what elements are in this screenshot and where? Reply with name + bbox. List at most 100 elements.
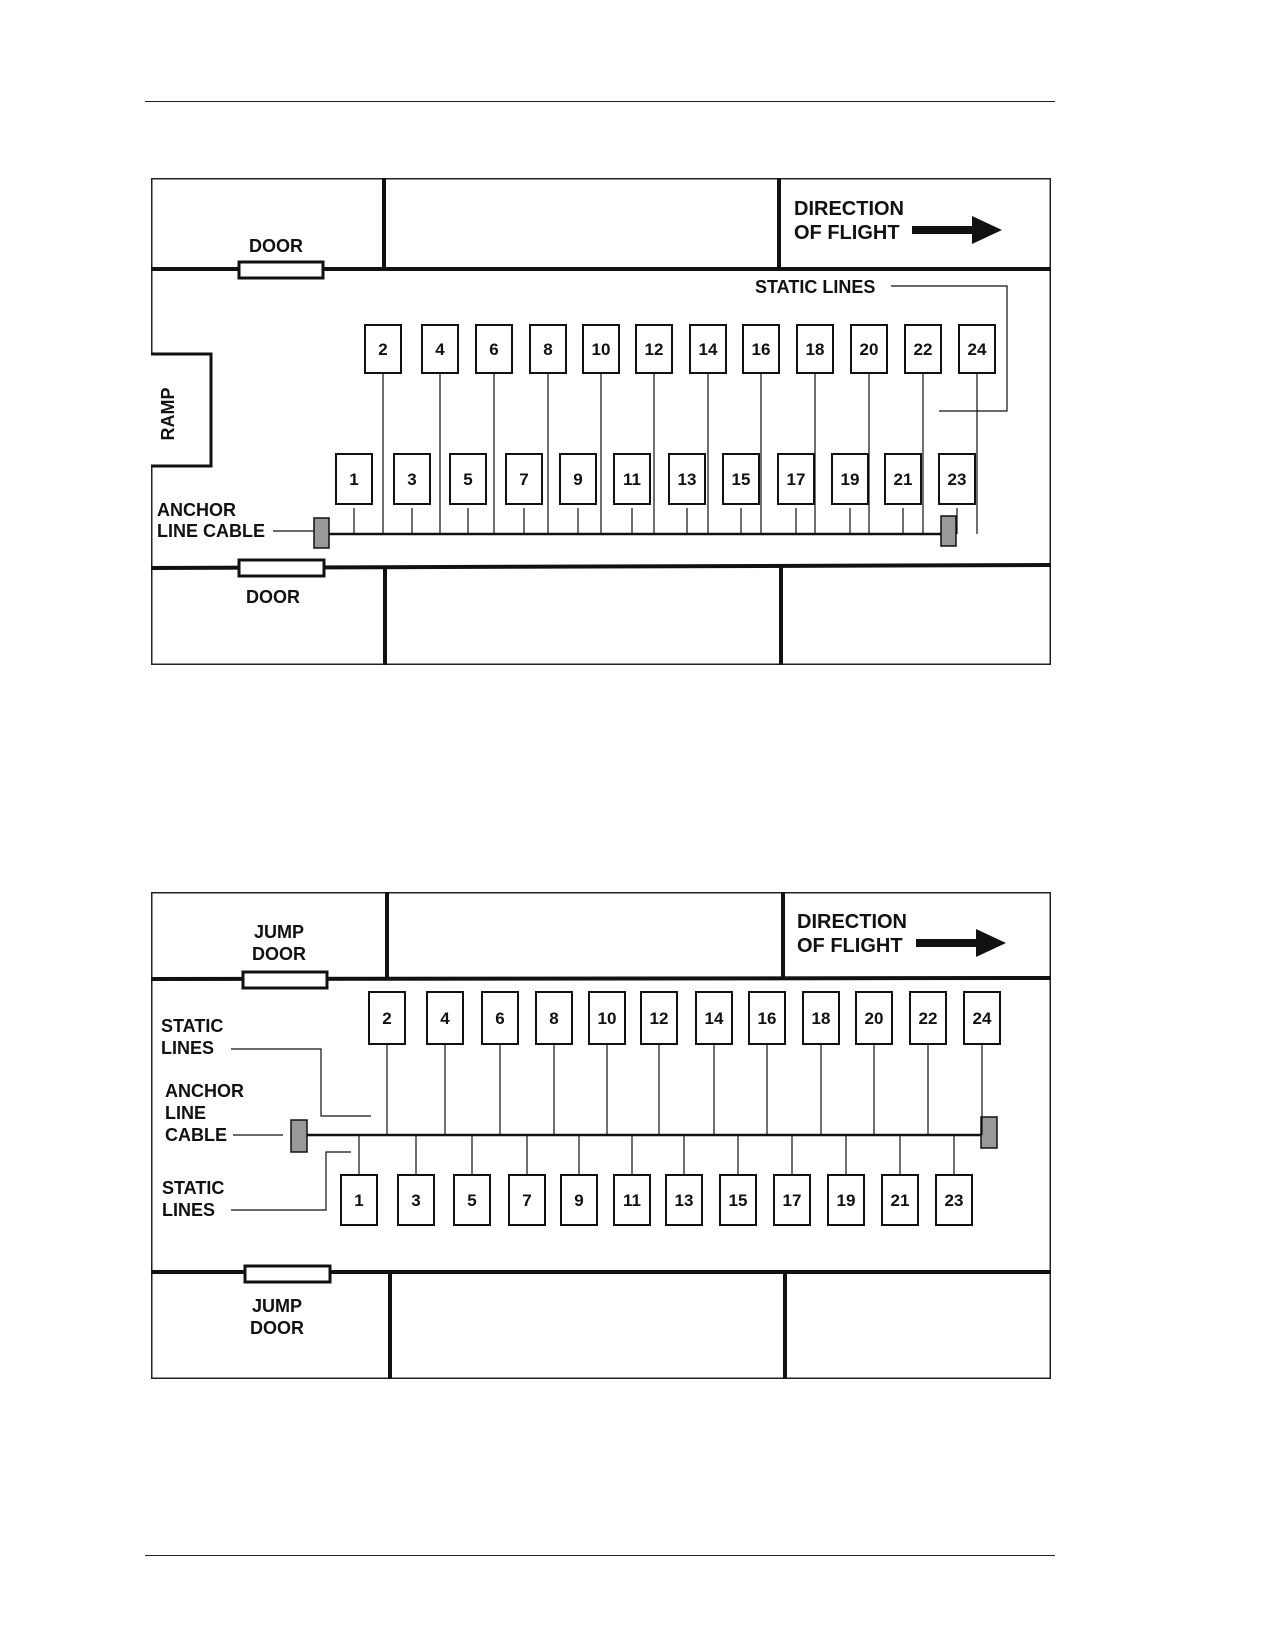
jumper-box-6: 6: [475, 324, 513, 374]
jumper-box-4: 4: [421, 324, 459, 374]
anchor-label-line2: LINE CABLE: [157, 521, 265, 541]
jumper-box-5: 5: [449, 453, 487, 505]
static-lines-bottom-leader: [231, 1151, 351, 1211]
jumper-box-9: 9: [560, 1174, 598, 1226]
jumper-box-2: 2: [364, 324, 402, 374]
figure-1-aircraft-layout: DOOR DOOR DIRECTION OF FLIGHT RAMP STATI…: [151, 178, 1051, 665]
jumper-box-label: 22: [919, 1009, 938, 1028]
jumper-box-label: 10: [592, 340, 611, 359]
figure-2-diagram: JUMP DOOR JUMP DOOR DIRECTION OF FLIGHT …: [151, 892, 1051, 1379]
jumper-box-13: 13: [668, 453, 706, 505]
jumper-box-label: 4: [435, 340, 445, 359]
static-lines-top-leader: [231, 1048, 371, 1117]
jumper-box-14: 14: [689, 324, 727, 374]
jumper-box-10: 10: [582, 324, 620, 374]
jumper-box-15: 15: [719, 1174, 757, 1226]
jumper-box-label: 9: [573, 470, 582, 489]
jumper-box-16: 16: [748, 991, 786, 1045]
jumper-box-label: 16: [758, 1009, 777, 1028]
figure-2-frame: [151, 892, 1051, 1379]
jumper-box-label: 24: [968, 340, 987, 359]
jumper-box-label: 4: [440, 1009, 450, 1028]
jumper-box-6: 6: [481, 991, 519, 1045]
jumper-box-label: 6: [495, 1009, 504, 1028]
jumper-box-7: 7: [508, 1174, 546, 1226]
jumper-box-19: 19: [831, 453, 869, 505]
jumper-box-label: 7: [519, 470, 528, 489]
jumper-box-7: 7: [505, 453, 543, 505]
jumper-box-label: 19: [837, 1191, 856, 1210]
jumper-box-label: 20: [860, 340, 879, 359]
jumper-box-label: 23: [945, 1191, 964, 1210]
jumper-box-label: 12: [645, 340, 664, 359]
jumper-box-17: 17: [773, 1174, 811, 1226]
jumper-box-label: 7: [522, 1191, 531, 1210]
jumper-box-23: 23: [938, 453, 976, 505]
jumper-box-label: 12: [650, 1009, 669, 1028]
jumper-box-label: 18: [812, 1009, 831, 1028]
jumper-box-label: 17: [787, 470, 806, 489]
direction-label-line1: DIRECTION: [794, 198, 904, 220]
jumper-box-11: 11: [613, 1174, 651, 1226]
jumper-box-label: 8: [543, 340, 552, 359]
jumper-box-label: 6: [489, 340, 498, 359]
jumper-box-label: 5: [463, 470, 472, 489]
jumper-box-label: 11: [623, 470, 641, 489]
door-bottom: [237, 558, 326, 578]
jumper-box-label: 20: [865, 1009, 884, 1028]
jumper-box-label: 21: [891, 1191, 910, 1210]
jumper-box-label: 11: [623, 1191, 641, 1210]
jumper-box-18: 18: [802, 991, 840, 1045]
jumper-box-label: 23: [948, 470, 967, 489]
ramp-label: RAMP: [158, 388, 178, 441]
direction-label-line2: OF FLIGHT: [794, 222, 900, 244]
jumper-box-label: 19: [841, 470, 860, 489]
jumper-box-13: 13: [665, 1174, 703, 1226]
jumper-box-label: 2: [382, 1009, 391, 1028]
jumper-box-5: 5: [453, 1174, 491, 1226]
jump-door-top: [241, 970, 329, 990]
static-lines-top-label-line1: STATIC: [161, 1016, 223, 1036]
jumper-box-18: 18: [796, 324, 834, 374]
jumper-box-23: 23: [935, 1174, 973, 1226]
figure-1-static-lines: [353, 364, 978, 534]
static-lines-label: STATIC LINES: [755, 277, 875, 297]
jumper-box-label: 13: [675, 1191, 694, 1210]
jumper-box-4: 4: [426, 991, 464, 1045]
jumper-box-22: 22: [904, 324, 942, 374]
jumper-box-24: 24: [963, 991, 1001, 1045]
jumper-box-14: 14: [695, 991, 733, 1045]
jumper-box-label: 10: [598, 1009, 617, 1028]
jumper-box-label: 2: [378, 340, 387, 359]
jumper-box-12: 12: [635, 324, 673, 374]
jumper-box-label: 14: [705, 1009, 724, 1028]
header-rule: [145, 101, 1055, 102]
jumper-box-12: 12: [640, 991, 678, 1045]
direction-label-line1: DIRECTION: [797, 911, 907, 933]
jumper-box-label: 22: [914, 340, 933, 359]
jumper-box-8: 8: [535, 991, 573, 1045]
jumper-box-label: 15: [732, 470, 751, 489]
jumper-box-label: 1: [354, 1191, 363, 1210]
door-bottom-label: DOOR: [246, 587, 300, 607]
jumper-box-1: 1: [335, 453, 373, 505]
anchor-fitting-left: [290, 1119, 308, 1153]
jumper-box-20: 20: [850, 324, 888, 374]
direction-arrow-icon: [912, 216, 1002, 244]
jumper-box-label: 3: [407, 470, 416, 489]
jumper-box-label: 15: [729, 1191, 748, 1210]
jumper-box-22: 22: [909, 991, 947, 1045]
jumper-box-label: 18: [806, 340, 825, 359]
jumper-box-10: 10: [588, 991, 626, 1045]
jump-door-top-label-line2: DOOR: [252, 944, 306, 964]
figure-2-static-lines: [358, 1042, 983, 1175]
jumper-box-label: 14: [699, 340, 718, 359]
jumper-box-label: 9: [574, 1191, 583, 1210]
figure-2-aircraft-layout: JUMP DOOR JUMP DOOR DIRECTION OF FLIGHT …: [151, 892, 1051, 1379]
anchor-label-line1: ANCHOR: [157, 500, 236, 520]
jumper-box-label: 16: [752, 340, 771, 359]
